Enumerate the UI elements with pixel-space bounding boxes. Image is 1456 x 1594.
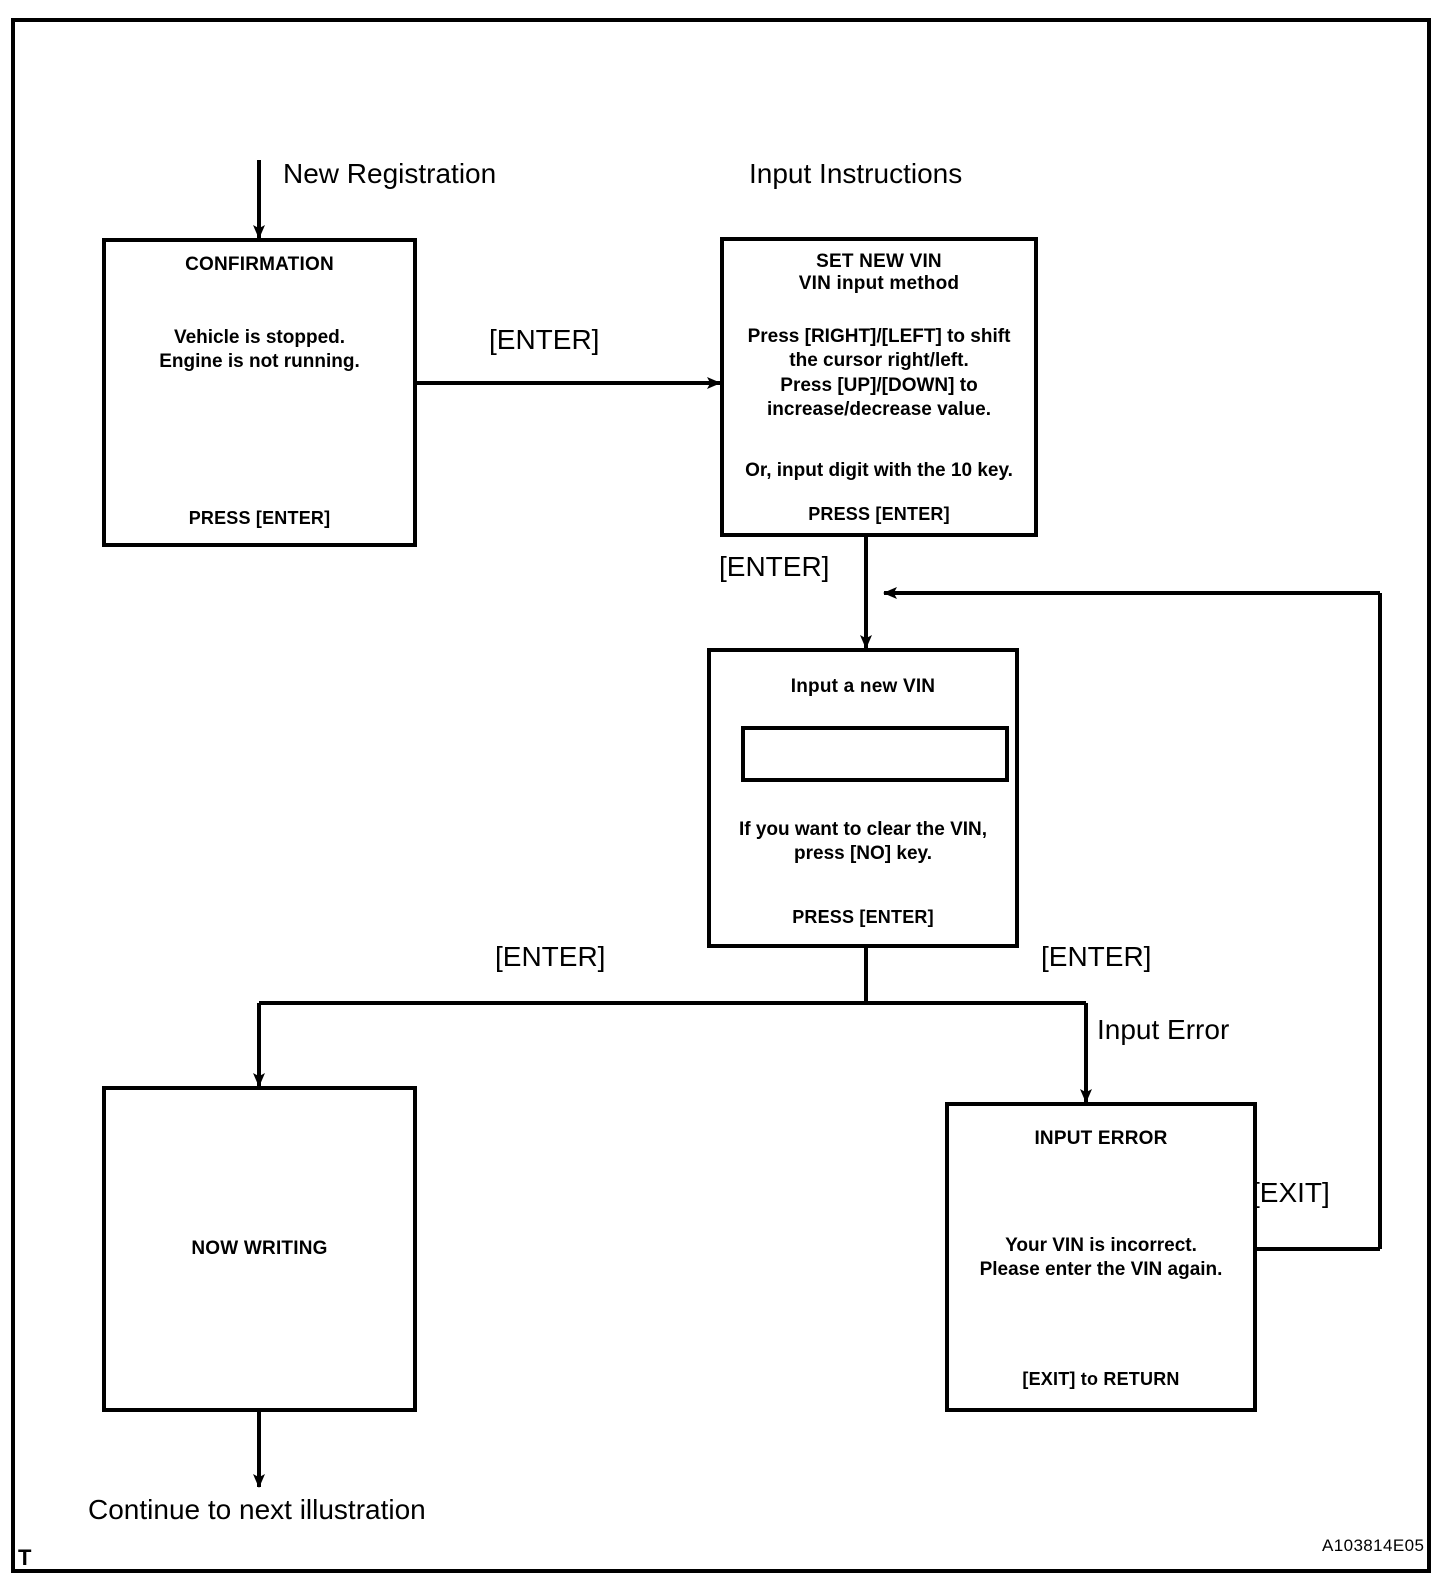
confirmation-title: CONFIRMATION bbox=[185, 254, 334, 275]
input-new-vin-hint: If you want to clear the VIN, press [NO]… bbox=[713, 818, 1013, 867]
annotation-input-error: Input Error bbox=[1097, 1014, 1230, 1045]
edge-label-inputvin-to-now-writing: [ENTER] bbox=[495, 941, 606, 972]
set-new-vin-title: SET NEW VIN VIN input method bbox=[724, 251, 1034, 295]
set-new-vin-instruction-line-4: increase/decrease value. bbox=[767, 398, 991, 420]
set-new-vin-footer: PRESS [ENTER] bbox=[808, 504, 950, 524]
set-new-vin-title-line-2: VIN input method bbox=[798, 273, 960, 294]
input-new-vin-title: Input a new VIN bbox=[790, 676, 936, 697]
annotation-continue-to-next-illustration: Continue to next illustration bbox=[88, 1494, 426, 1525]
illustration-frame bbox=[11, 18, 1431, 1573]
screen-box-confirmation[interactable]: CONFIRMATION Vehicle is stopped. Engine … bbox=[102, 238, 417, 547]
confirmation-body-line-1: Vehicle is stopped. bbox=[173, 327, 346, 348]
corner-mark-t: T bbox=[18, 1545, 32, 1570]
edge-label-setvin-to-inputvin: [ENTER] bbox=[719, 551, 830, 582]
input-error-body-line-1: Your VIN is incorrect. bbox=[1005, 1235, 1197, 1256]
screen-box-set-new-vin[interactable]: SET NEW VIN VIN input method Press [RIGH… bbox=[720, 237, 1038, 537]
input-new-vin-hint-line-1: If you want to clear the VIN, bbox=[738, 819, 988, 840]
vin-input-field[interactable] bbox=[741, 726, 1009, 782]
screen-box-now-writing[interactable]: NOW WRITING bbox=[102, 1086, 417, 1412]
annotation-new-registration: New Registration bbox=[283, 158, 497, 189]
input-new-vin-footer: PRESS [ENTER] bbox=[792, 907, 934, 927]
figure-id-code: A103814E05 bbox=[1322, 1536, 1425, 1555]
confirmation-body: Vehicle is stopped. Engine is not runnin… bbox=[106, 326, 413, 375]
set-new-vin-instruction-line-3: Press [UP]/[DOWN] to bbox=[780, 374, 978, 396]
edge-label-confirmation-to-setvin: [ENTER] bbox=[489, 324, 600, 355]
set-new-vin-instruction-line-1: Press [RIGHT]/[LEFT] to shift bbox=[747, 326, 1011, 347]
input-new-vin-hint-line-2: press [NO] key. bbox=[794, 843, 932, 865]
edge-label-inputvin-to-input-error: [ENTER] bbox=[1041, 941, 1152, 972]
set-new-vin-tenkey-hint: Or, input digit with the 10 key. bbox=[745, 460, 1013, 481]
screen-box-input-error[interactable]: INPUT ERROR Your VIN is incorrect. Pleas… bbox=[945, 1102, 1257, 1412]
input-error-title: INPUT ERROR bbox=[1034, 1128, 1168, 1149]
input-error-body: Your VIN is incorrect. Please enter the … bbox=[951, 1234, 1251, 1283]
input-error-footer: [EXIT] to RETURN bbox=[1022, 1369, 1180, 1389]
set-new-vin-instruction-line-2: the cursor right/left. bbox=[789, 350, 969, 372]
edge-label-error-loopback-exit: [EXIT] bbox=[1252, 1177, 1330, 1208]
now-writing-label: NOW WRITING bbox=[191, 1238, 328, 1259]
annotation-input-instructions: Input Instructions bbox=[749, 158, 963, 189]
input-error-body-line-2: Please enter the VIN again. bbox=[979, 1259, 1223, 1281]
confirmation-body-line-2: Engine is not running. bbox=[159, 351, 360, 373]
set-new-vin-title-line-1: SET NEW VIN bbox=[816, 251, 942, 272]
screen-box-input-a-new-vin[interactable]: Input a new VIN If you want to clear the… bbox=[707, 648, 1019, 948]
confirmation-footer: PRESS [ENTER] bbox=[188, 508, 331, 528]
set-new-vin-instructions: Press [RIGHT]/[LEFT] to shift the cursor… bbox=[726, 325, 1032, 422]
